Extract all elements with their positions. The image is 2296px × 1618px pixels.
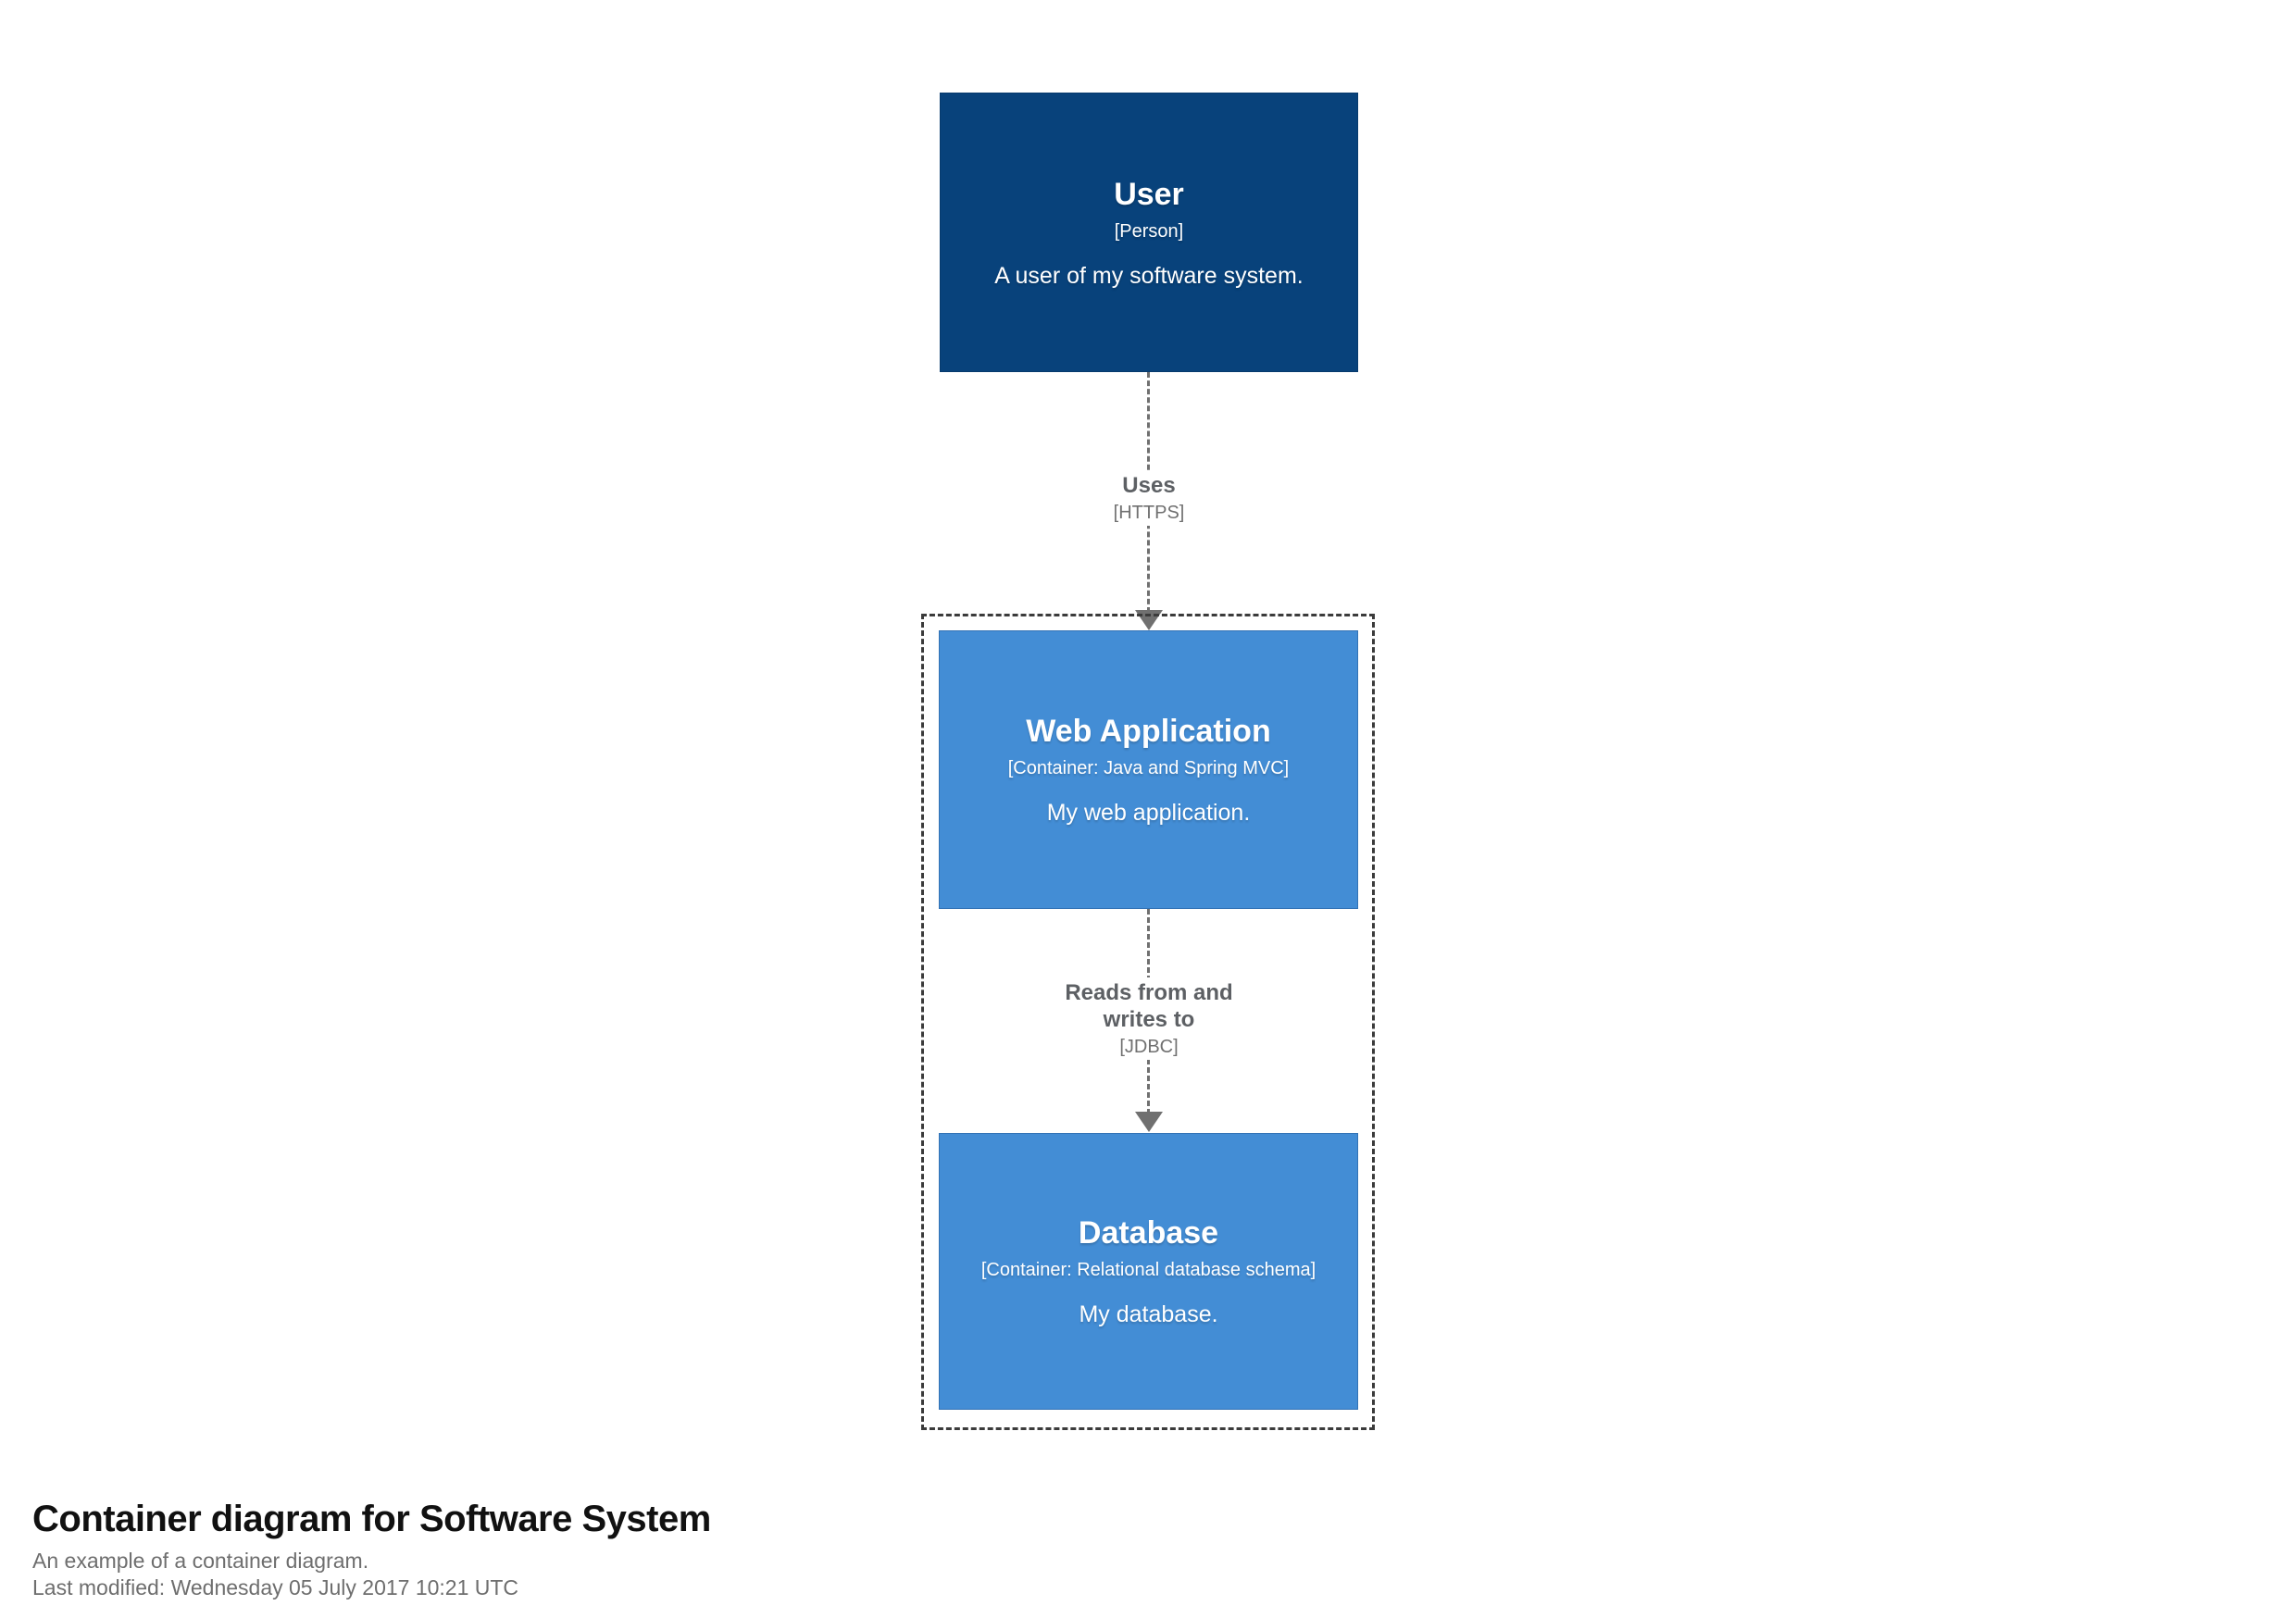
relationship-label-uses: Uses [HTTPS] (1104, 470, 1194, 526)
person-description: A user of my software system. (994, 262, 1304, 289)
arrowhead-down-icon (1135, 1112, 1163, 1132)
container-meta: [Container: Relational database schema] (980, 1260, 1316, 1280)
container-node-database[interactable]: Database [Container: Relational database… (939, 1133, 1358, 1410)
person-name: User (1114, 176, 1184, 212)
container-node-web-application[interactable]: Web Application [Container: Java and Spr… (939, 630, 1358, 909)
person-node-user[interactable]: User [Person] A user of my software syst… (940, 93, 1358, 372)
relationship-technology: [HTTPS] (1113, 503, 1185, 523)
person-meta: [Person] (1114, 220, 1184, 242)
relationship-label-jdbc: Reads from and writes to [JDBC] (1047, 977, 1251, 1060)
software-system-boundary (921, 614, 1375, 1430)
relationship-name: Reads from and writes to (1065, 980, 1233, 1032)
container-meta: [Container: Java and Spring MVC] (1007, 758, 1290, 778)
diagram-footer: Container diagram for Software System An… (32, 1498, 711, 1601)
relationship-name: Uses (1122, 473, 1176, 498)
relationship-technology: [JDBC] (1119, 1037, 1179, 1057)
container-name: Web Application (1026, 714, 1271, 749)
container-description: My database. (1079, 1301, 1218, 1327)
diagram-subtitle: An example of a container diagram. (32, 1549, 369, 1573)
container-description: My web application. (1046, 800, 1251, 826)
container-name: Database (1078, 1215, 1219, 1251)
diagram-last-modified: Last modified: Wednesday 05 July 2017 10… (32, 1575, 519, 1599)
diagram-title: Container diagram for Software System (32, 1499, 711, 1539)
